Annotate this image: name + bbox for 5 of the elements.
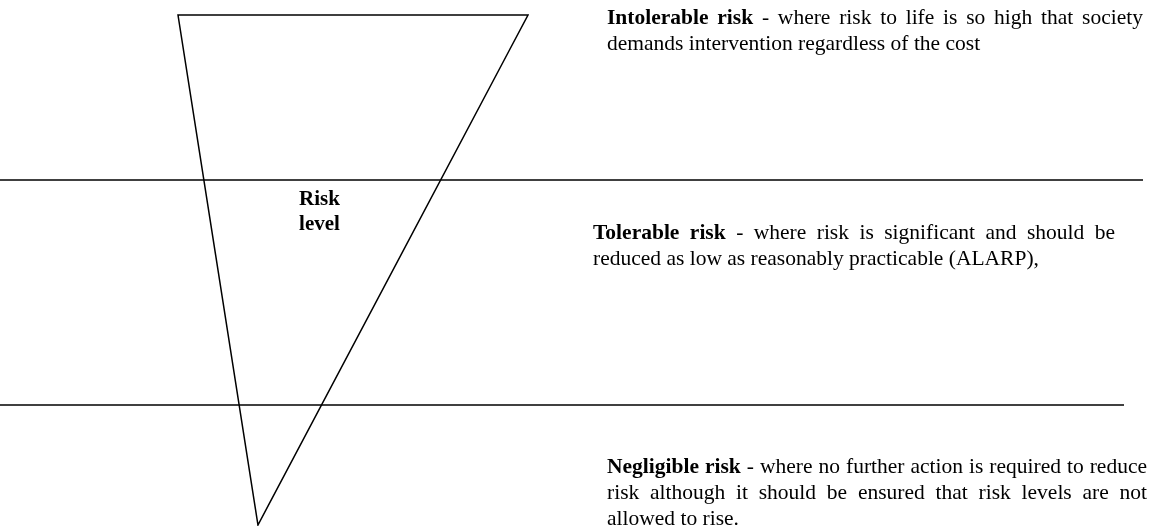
- risk-zone-description: Negligible risk - where no further action is required to reduce risk although it should be ensured that risk levels are not allowed to rise.: [607, 453, 1147, 531]
- risk-zone-description: Tolerable risk - where risk is significant and should be reduced as low as reasonably practicable (ALARP),: [593, 219, 1115, 271]
- risk-zone-description: Intolerable risk - where risk to life is so high that society demands intervention regardless of the cost: [607, 4, 1143, 56]
- triangle-label: Risk level: [298, 186, 341, 236]
- inverted-triangle: [177, 14, 529, 526]
